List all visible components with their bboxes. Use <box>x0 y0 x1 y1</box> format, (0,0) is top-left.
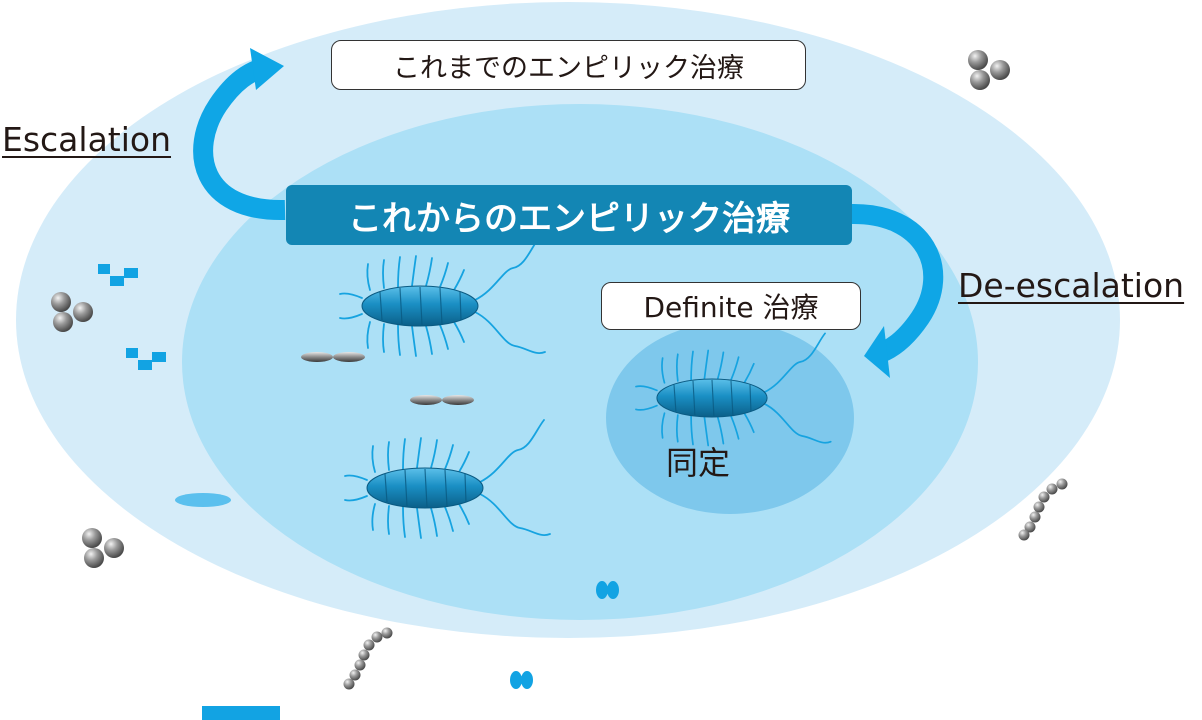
definite-label: Definite 治療 <box>643 291 819 324</box>
streptococcus-chain-icon <box>343 627 393 690</box>
future-empiric-label: これからのエンピリック治療 <box>348 198 790 239</box>
diplococcus-icon <box>510 671 533 689</box>
previous-empiric-box: これまでのエンピリック治療 <box>331 40 806 90</box>
identified-label: 同定 <box>666 444 731 482</box>
blue-bar <box>202 706 280 720</box>
de-escalation-arrow-icon <box>849 203 944 378</box>
coccus-cluster-icon <box>82 528 124 568</box>
middle-ellipse <box>182 104 978 620</box>
inner-circle <box>606 322 854 514</box>
flat-blue-ellipse <box>175 493 231 507</box>
escalation-label: Escalation <box>2 120 172 159</box>
de-escalation-label: De-escalation <box>958 266 1185 305</box>
previous-empiric-label: これまでのエンピリック治療 <box>393 52 744 84</box>
future-empiric-box: これからのエンピリック治療 <box>286 185 852 245</box>
escalation-arrow-icon <box>193 48 286 221</box>
definite-box: Definite 治療 <box>601 282 861 330</box>
coccus-cluster-icon <box>968 50 1010 90</box>
streptococcus-chain-icon <box>1018 478 1068 541</box>
